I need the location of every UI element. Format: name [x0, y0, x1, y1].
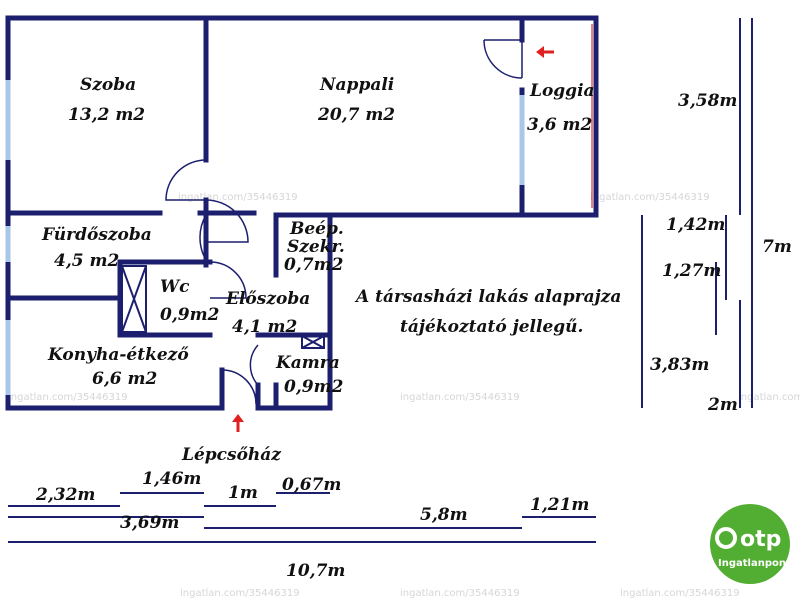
dim-5-8m: 5,8m: [420, 505, 468, 525]
dim-1-42m: 1,42m: [666, 215, 725, 235]
watermark: ingatlan.com/35446319: [178, 192, 298, 203]
loggia-arrow-icon: [536, 46, 554, 58]
doors: [165, 39, 523, 405]
room-area-nappali: 20,7 m2: [317, 105, 395, 125]
watermark: ingatlan.com/35446319: [590, 192, 710, 203]
watermark: ingatlan.com/35446319: [8, 392, 128, 403]
dim-0-67m: 0,67m: [282, 475, 341, 495]
room-name-wc: Wc: [160, 277, 190, 297]
room-name-eloszoba: Előszoba: [225, 289, 310, 309]
dim-2-32m: 2,32m: [35, 485, 95, 505]
room-name-szoba: Szoba: [80, 75, 136, 95]
dim-1-21m: 1,21m: [530, 495, 589, 515]
plan-note-line-1: A társasházi lakás alaprajza: [354, 287, 621, 307]
room-name-kamra: Kamra: [275, 353, 340, 373]
dim-3-69m: 3,69m: [120, 513, 179, 533]
room-name-beep-1: Beép.: [289, 219, 344, 239]
watermark: ingatlan.com/35446319: [180, 588, 300, 599]
entrance-arrow-icon: [232, 414, 244, 432]
watermark: ingatlan.com/35446319: [738, 392, 800, 403]
right-dimension-lines: [641, 18, 753, 408]
room-area-kamra: 0,9m2: [284, 377, 344, 397]
room-area-wc: 0,9m2: [160, 305, 220, 325]
room-name-furdo: Fürdőszoba: [41, 225, 152, 245]
room-name-nappali: Nappali: [319, 75, 394, 95]
room-name-beep-2: Szekr.: [287, 237, 345, 257]
bottom-dimension-lines: [8, 492, 596, 543]
wc-shaft: [121, 265, 147, 333]
otp-logo: otp Ingatlanpont: [710, 504, 791, 584]
dim-1-27m: 1,27m: [662, 261, 721, 281]
plan-note-line-2: tájékoztató jellegű.: [400, 317, 583, 337]
room-name-konyha: Konyha-étkező: [47, 345, 189, 365]
room-name-lepcsohaz: Lépcsőház: [181, 445, 281, 465]
windows: [5, 80, 525, 395]
room-area-beep: 0,7m2: [284, 255, 344, 275]
logo-sub: Ingatlanpont: [718, 558, 791, 569]
watermark: ingatlan.com/35446319: [620, 588, 740, 599]
room-area-eloszoba: 4,1 m2: [232, 317, 297, 337]
dim-7m: 7m: [762, 237, 792, 257]
dim-10-7m: 10,7m: [286, 561, 345, 581]
room-area-szoba: 13,2 m2: [68, 105, 145, 125]
kamra-shaft: [301, 335, 325, 349]
room-name-loggia: Loggia: [529, 81, 595, 101]
room-area-loggia: 3,6 m2: [527, 115, 592, 135]
dim-3-83m: 3,83m: [650, 355, 709, 375]
dim-3-58m: 3,58m: [678, 91, 737, 111]
watermark: ingatlan.com/35446319: [400, 588, 520, 599]
room-area-konyha: 6,6 m2: [92, 369, 157, 389]
dim-1-46m: 1,46m: [142, 469, 201, 489]
room-area-furdo: 4,5 m2: [54, 251, 119, 271]
dim-2m: 2m: [707, 395, 738, 415]
watermark: ingatlan.com/35446319: [400, 392, 520, 403]
logo-brand: otp: [740, 527, 781, 552]
dim-1m: 1m: [228, 483, 258, 503]
